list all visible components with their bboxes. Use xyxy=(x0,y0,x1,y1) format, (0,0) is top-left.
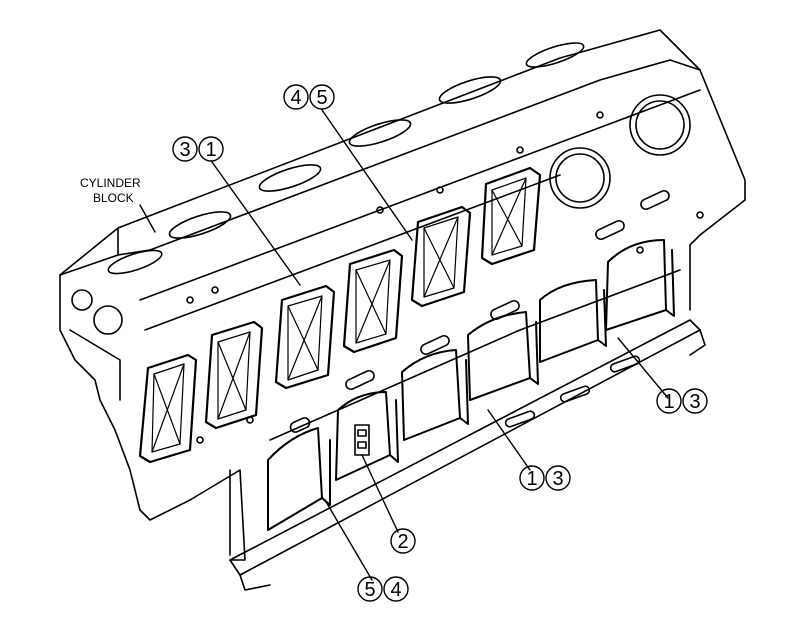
callout-45-circle-a xyxy=(283,84,309,110)
lower-cover-2 xyxy=(335,391,399,481)
callout-54-circle-b xyxy=(383,576,409,602)
callout-31-circle-a xyxy=(172,136,198,162)
callout-13b-circle-a xyxy=(519,465,545,491)
leader-2 xyxy=(361,454,399,533)
callout-45-number-a: 4 xyxy=(290,87,301,109)
callout-2-number: 2 xyxy=(397,531,408,553)
callout-13a-circle-b xyxy=(682,388,708,414)
cylinder-block-label-line1: CYLINDER xyxy=(80,176,141,190)
upper-cover-3 xyxy=(274,284,336,390)
upper-inspection-covers xyxy=(138,166,542,464)
callout-13b-circle-b xyxy=(545,465,571,491)
callout-54-number-b: 4 xyxy=(390,579,401,601)
lower-cover-4 xyxy=(467,311,539,401)
upper-cover-1 xyxy=(138,353,198,464)
callout-31-number-a: 3 xyxy=(179,139,190,161)
leader-13b xyxy=(487,409,531,471)
callout-circles xyxy=(172,84,708,602)
callout-13b-number-a: 1 xyxy=(526,468,537,490)
callout-31-circle-b xyxy=(198,136,224,162)
cylinder-block-label-line2: BLOCK xyxy=(93,191,134,205)
lower-cover-3 xyxy=(401,349,469,441)
callout-54-circle-a xyxy=(357,576,383,602)
leader-31 xyxy=(211,161,301,286)
upper-cover-6 xyxy=(480,166,542,266)
callout-54-number-a: 5 xyxy=(364,579,375,601)
leader-45 xyxy=(321,109,413,241)
lower-cover-6 xyxy=(605,239,675,331)
small-plate xyxy=(354,424,370,456)
lower-covers xyxy=(267,239,675,531)
cylinder-block-outline xyxy=(59,29,746,591)
callout-31-number-b: 1 xyxy=(205,139,216,161)
leader-54 xyxy=(324,499,373,581)
callout-2-circle xyxy=(390,528,416,554)
callout-13a-number-b: 3 xyxy=(689,391,700,413)
callout-45-number-b: 5 xyxy=(316,87,327,109)
upper-cover-5 xyxy=(410,205,472,308)
upper-cover-4 xyxy=(342,248,404,354)
callout-45-circle-b xyxy=(309,84,335,110)
upper-cover-2 xyxy=(204,320,264,430)
callout-13a-number-a: 1 xyxy=(663,391,674,413)
lower-cover-5 xyxy=(539,279,607,363)
callout-13b-number-b: 3 xyxy=(552,468,563,490)
lower-cover-1 xyxy=(267,427,331,531)
leader-lines xyxy=(139,109,669,581)
leader-13a xyxy=(617,337,669,399)
callout-13a-circle-a xyxy=(656,388,682,414)
leader-cylinder-block xyxy=(139,204,156,233)
